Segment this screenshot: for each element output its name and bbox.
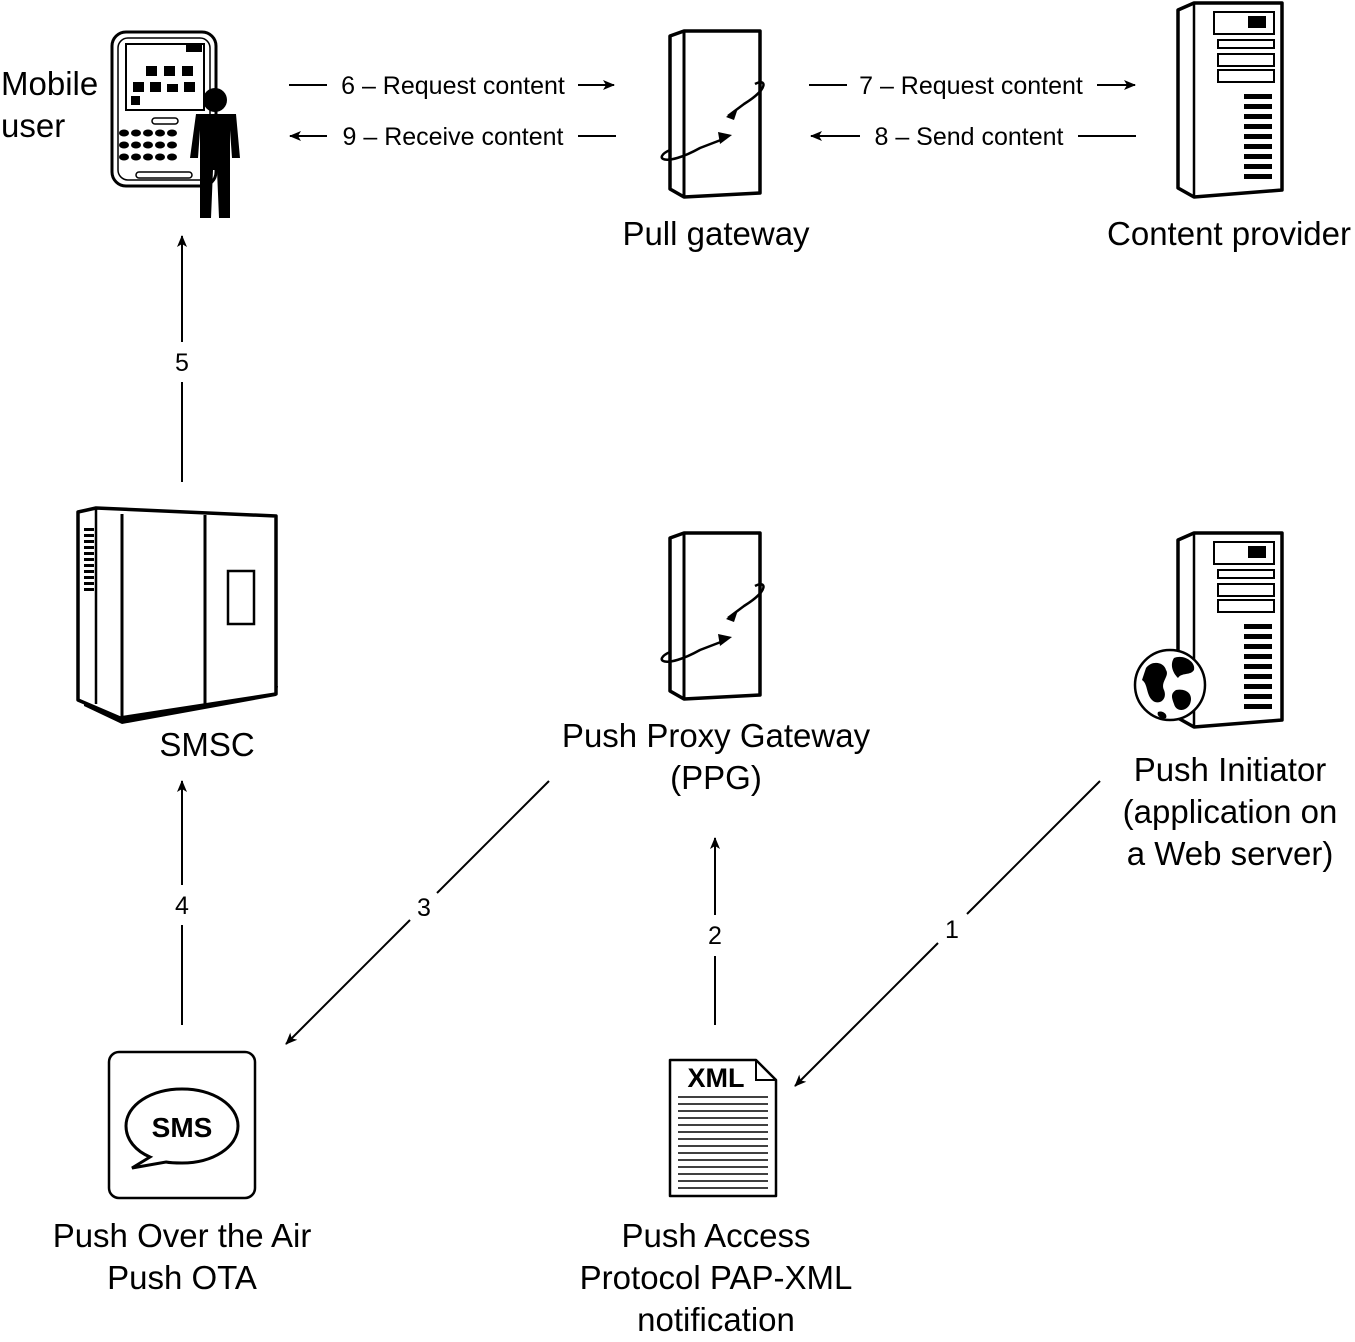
gateway-server-icon [660, 29, 765, 199]
content-provider-label: Content provider [1107, 213, 1351, 255]
arrow-step-5: 5 [175, 235, 189, 482]
pull-gateway-label-line: Pull gateway [622, 215, 810, 252]
step-6-label: 6 – Request content [341, 72, 565, 100]
smsc-cabinet-icon [76, 506, 278, 724]
arrow-step-8: 8 – Send content [810, 123, 1136, 151]
smsc-label: SMSC [159, 724, 254, 766]
pap-xml-label-line: Protocol PAP-XML [579, 1259, 853, 1296]
pull-gateway-label: Pull gateway [622, 213, 809, 255]
arrow-step-9: 9 – Receive content [289, 123, 616, 151]
mobile-user-label-line: Mobile [1, 65, 99, 102]
step-9-label: 9 – Receive content [343, 123, 564, 151]
pap-xml-label-line: Push Access [621, 1217, 811, 1254]
arrow-step-6: 6 – Request content [289, 72, 615, 100]
pap-xml-label: Push Access Protocol PAP-XML notificatio… [580, 1215, 853, 1341]
push-ota-label: Push Over the Air Push OTA [53, 1215, 312, 1299]
arrow-step-1: 1 [794, 780, 1101, 1087]
push-initiator-label-line: Push Initiator [1133, 751, 1327, 788]
smsc-label-line: SMSC [159, 726, 255, 763]
push-initiator-label-line: (application on [1122, 793, 1338, 830]
push-ota-label-line: Push Over the Air [52, 1217, 312, 1254]
push-initiator-label-line: a Web server) [1126, 835, 1334, 872]
step-2-label: 2 [708, 922, 722, 950]
tower-server-icon [1176, 1, 1284, 199]
ppg-label-line: (PPG) [670, 759, 762, 796]
sms-icon-label: SMS [152, 1112, 213, 1143]
arrow-step-3: 3 [285, 780, 550, 1045]
content-provider-label-line: Content provider [1107, 215, 1351, 252]
sms-bubble-icon: SMS [107, 1050, 257, 1200]
pap-xml-label-line: notification [637, 1301, 795, 1338]
step-1-label: 1 [945, 916, 959, 944]
arrow-step-2: 2 [708, 837, 722, 1025]
xml-document-icon: XML [668, 1058, 778, 1198]
web-server-globe-icon [1133, 531, 1284, 729]
step-7-label: 7 – Request content [859, 72, 1083, 100]
ppg-label-line: Push Proxy Gateway [561, 717, 871, 754]
gateway-server-icon [660, 531, 765, 701]
step-5-label: 5 [175, 349, 189, 377]
step-4-label: 4 [175, 892, 189, 920]
mobile-user-label-line: user [1, 107, 66, 144]
push-initiator-label: Push Initiator (application on a Web ser… [1123, 749, 1338, 875]
arrow-step-4: 4 [175, 780, 189, 1025]
push-ota-label-line: Push OTA [107, 1259, 257, 1296]
arrow-step-7: 7 – Request content [809, 72, 1136, 100]
mobile-user-label: Mobile user [1, 63, 98, 147]
ppg-label: Push Proxy Gateway (PPG) [562, 715, 870, 799]
xml-icon-label: XML [688, 1063, 745, 1093]
step-3-label: 3 [417, 894, 431, 922]
smartphone-with-person-icon [110, 30, 240, 218]
step-8-label: 8 – Send content [874, 123, 1063, 151]
